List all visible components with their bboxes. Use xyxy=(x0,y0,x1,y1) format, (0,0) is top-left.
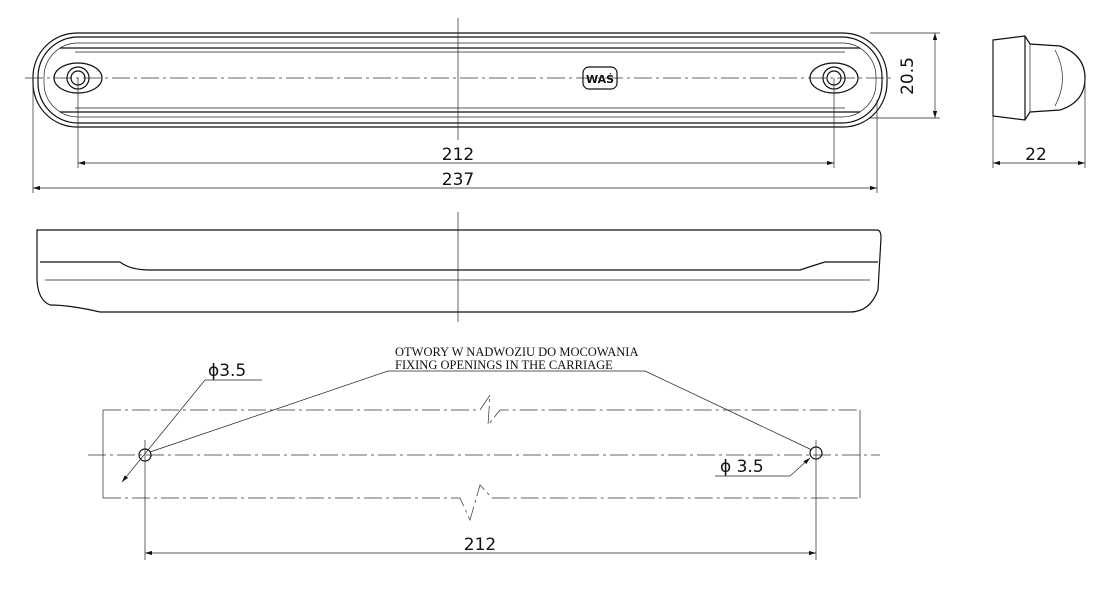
dim-height: 20.5 xyxy=(898,57,918,95)
dim-hole-spacing-mount: 212 xyxy=(464,535,496,555)
top-view: WAŚ 212 237 20.5 xyxy=(25,18,940,193)
side-view: 22 xyxy=(992,35,1086,168)
note-english: FIXING OPENINGS IN THE CARRIAGE xyxy=(395,358,613,372)
front-view xyxy=(36,212,882,322)
mounting-diagram: 212 ϕ3.5 ϕ 3.5 OTWORY W NADWOZIU DO MOCO… xyxy=(88,345,880,560)
hole-left-diameter: ϕ3.5 xyxy=(208,361,246,381)
brand-badge: WAŚ xyxy=(582,66,618,90)
hole-right-diameter: ϕ 3.5 xyxy=(720,457,764,477)
note-polish: OTWORY W NADWOZIU DO MOCOWANIA xyxy=(395,345,639,359)
dim-hole-spacing: 212 xyxy=(442,145,474,165)
dim-overall-length: 237 xyxy=(442,170,474,190)
dim-depth: 22 xyxy=(1025,145,1047,165)
svg-text:WAŚ: WAŚ xyxy=(586,73,614,86)
